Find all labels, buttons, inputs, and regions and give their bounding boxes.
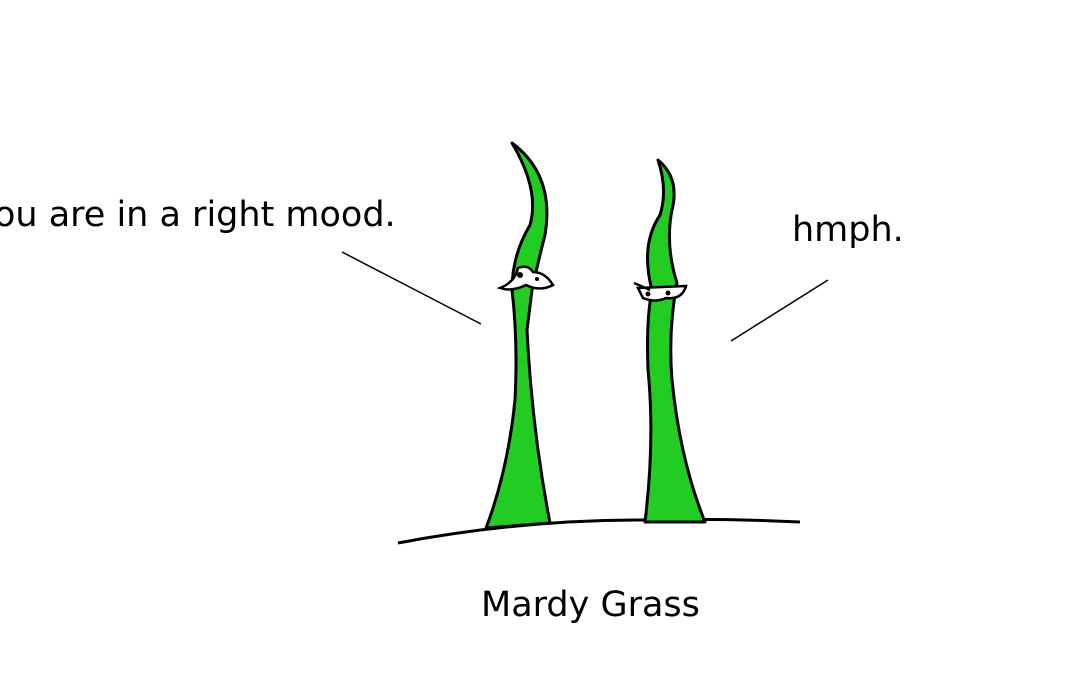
eyes-right bbox=[633, 281, 688, 302]
grass-blade-left bbox=[484, 141, 555, 530]
caption: Mardy Grass bbox=[481, 585, 700, 625]
speech-pointer-left bbox=[341, 251, 482, 325]
speech-text-left: ou are in a right mood. bbox=[0, 195, 396, 235]
eyes-left bbox=[496, 265, 555, 291]
ground-line bbox=[397, 517, 801, 545]
speech-text-right: hmph. bbox=[792, 210, 904, 250]
speech-pointer-right bbox=[730, 279, 829, 342]
grass-blade-right bbox=[633, 158, 707, 524]
